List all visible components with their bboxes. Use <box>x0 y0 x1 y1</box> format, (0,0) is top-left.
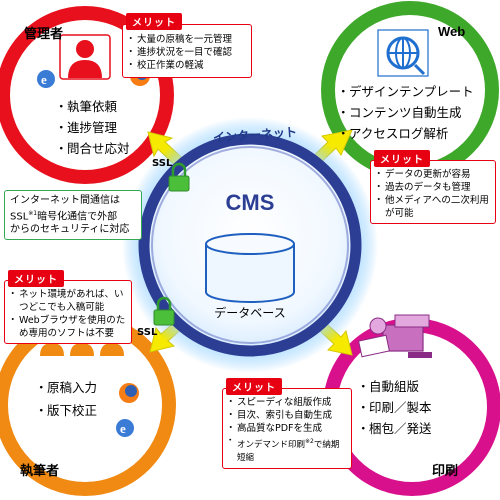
web-title: Web <box>438 24 466 39</box>
ie-logo-icon-2: e <box>116 419 134 437</box>
writer-merit-1: ネット環境があれば、いつどこでも入稿可能 <box>8 288 126 314</box>
admin-merit-2: 進捗状況を一目で確認 <box>126 46 246 59</box>
ie-logo-icon: e <box>37 70 55 88</box>
ssl-note-ssl: SSL <box>10 211 29 223</box>
admin-merit-3: 校正作業の軽減 <box>126 59 246 72</box>
web-merit-1: データの更新が容易 <box>374 168 490 181</box>
admin-merit-tag: メリット <box>126 13 182 30</box>
writer-feature-1: 原稿入力 <box>35 376 97 399</box>
web-feature-2: コンテンツ自動生成 <box>337 102 474 123</box>
web-feature-3: アクセスログ解析 <box>337 123 474 144</box>
print-merit-4: オンデマンド印刷※2で納期短縮 <box>226 435 346 465</box>
svg-text:e: e <box>120 421 126 436</box>
admin-merit-1: 大量の原稿を一元管理 <box>126 33 246 46</box>
print-feature-1: 自動組版 <box>357 376 432 397</box>
print-merit-1: スピーディな組版作成 <box>226 396 346 409</box>
web-merit-box: データの更新が容易 過去のデータも管理 他メディアへの二次利用が可能 <box>370 160 496 224</box>
print-feature-2: 印刷／製本 <box>357 397 432 418</box>
writer-merit-2: Webブラウザを使用のため専用のソフトは不要 <box>8 314 126 340</box>
print-merit-4a: オンデマンド印刷 <box>237 439 306 450</box>
writer-merit-tag: メリット <box>8 270 64 287</box>
ssl-note-line2b: 暗号化通信で外部 <box>37 211 118 223</box>
print-title: 印刷 <box>432 464 459 479</box>
print-merit-tag: メリット <box>226 378 282 395</box>
padlock-icon-top <box>168 162 190 192</box>
firefox-logo-icon-2 <box>119 383 139 403</box>
admin-features: 執筆依頼 進捗管理 問合せ応対 <box>55 96 130 159</box>
ssl-note-line1: インターネット間通信は <box>10 195 120 206</box>
writer-title: 執筆者 <box>20 464 60 479</box>
writer-features: 原稿入力 版下校正 <box>35 376 97 422</box>
web-features: デザインテンプレート コンテンツ自動生成 アクセスログ解析 <box>337 81 474 144</box>
database-label: データベース <box>214 306 286 320</box>
web-merit-2: 過去のデータも管理 <box>374 181 490 194</box>
admin-merit-box: 大量の原稿を一元管理 進捗状況を一目で確認 校正作業の軽減 <box>122 24 252 78</box>
print-merit-3: 高品質なPDFを生成 <box>226 422 346 435</box>
web-merit-3: 他メディアへの二次利用が可能 <box>374 194 490 220</box>
print-features: 自動組版 印刷／製本 梱包／発送 <box>357 376 432 439</box>
globe-icon <box>377 29 429 77</box>
svg-text:e: e <box>41 72 47 87</box>
print-feature-3: 梱包／発送 <box>357 418 432 439</box>
print-merit-4b: で納期短縮 <box>237 439 340 463</box>
writer-feature-2: 版下校正 <box>35 399 97 422</box>
web-merit-tag: メリット <box>374 150 430 167</box>
printer-icon <box>358 314 432 358</box>
writer-merit-box: ネット環境があれば、いつどこでも入稿可能 Webブラウザを使用のため専用のソフト… <box>4 280 132 344</box>
ssl-note-line3: からのセキュリティに対応 <box>10 224 130 236</box>
ssl-label-top: SSL <box>152 158 173 169</box>
print-merit-sup: ※2 <box>305 438 314 445</box>
admin-title: 管理者 <box>24 27 64 42</box>
print-merit-2: 目次、索引も自動生成 <box>226 409 346 422</box>
ssl-label-bottom: SSL <box>137 327 158 338</box>
print-merit-box: スピーディな組版作成 目次、索引も自動生成 高品質なPDFを生成 オンデマンド印… <box>222 388 352 469</box>
admin-feature-2: 進捗管理 <box>55 117 130 138</box>
cms-title: CMS <box>225 190 275 215</box>
admin-feature-3: 問合せ応対 <box>55 138 130 159</box>
ssl-note: インターネット間通信は SSL※1暗号化通信で外部 からのセキュリティに対応 <box>4 190 142 241</box>
ssl-note-sup: ※1 <box>28 210 38 217</box>
web-feature-1: デザインテンプレート <box>337 81 474 102</box>
padlock-icon-bottom <box>153 296 175 326</box>
database-icon <box>205 233 295 303</box>
admin-feature-1: 執筆依頼 <box>55 96 130 117</box>
admin-person-icon <box>59 34 111 80</box>
